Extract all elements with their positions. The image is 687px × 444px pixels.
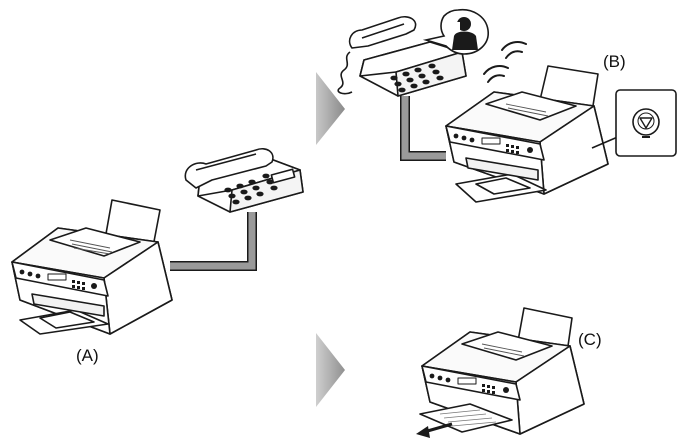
person-speaking-icon	[422, 8, 489, 55]
stop-button-callout	[615, 89, 677, 157]
phone-cable-a	[170, 212, 257, 271]
process-arrow-icon	[316, 333, 345, 407]
process-arrow-icon	[316, 72, 345, 145]
scene-c	[416, 307, 585, 438]
label-b: (B)	[603, 52, 626, 71]
label-a: (A)	[76, 346, 99, 365]
scene-b	[337, 8, 677, 203]
printer-b	[445, 65, 621, 203]
label-c: (C)	[578, 330, 602, 349]
scene-a	[11, 147, 304, 335]
printer-a	[11, 199, 173, 335]
sound-waves-icon	[483, 41, 527, 83]
stop-button-icon	[632, 108, 660, 138]
telephone-a	[184, 147, 304, 213]
paper-output-arrow-icon	[416, 422, 453, 438]
printer-c	[419, 307, 585, 435]
